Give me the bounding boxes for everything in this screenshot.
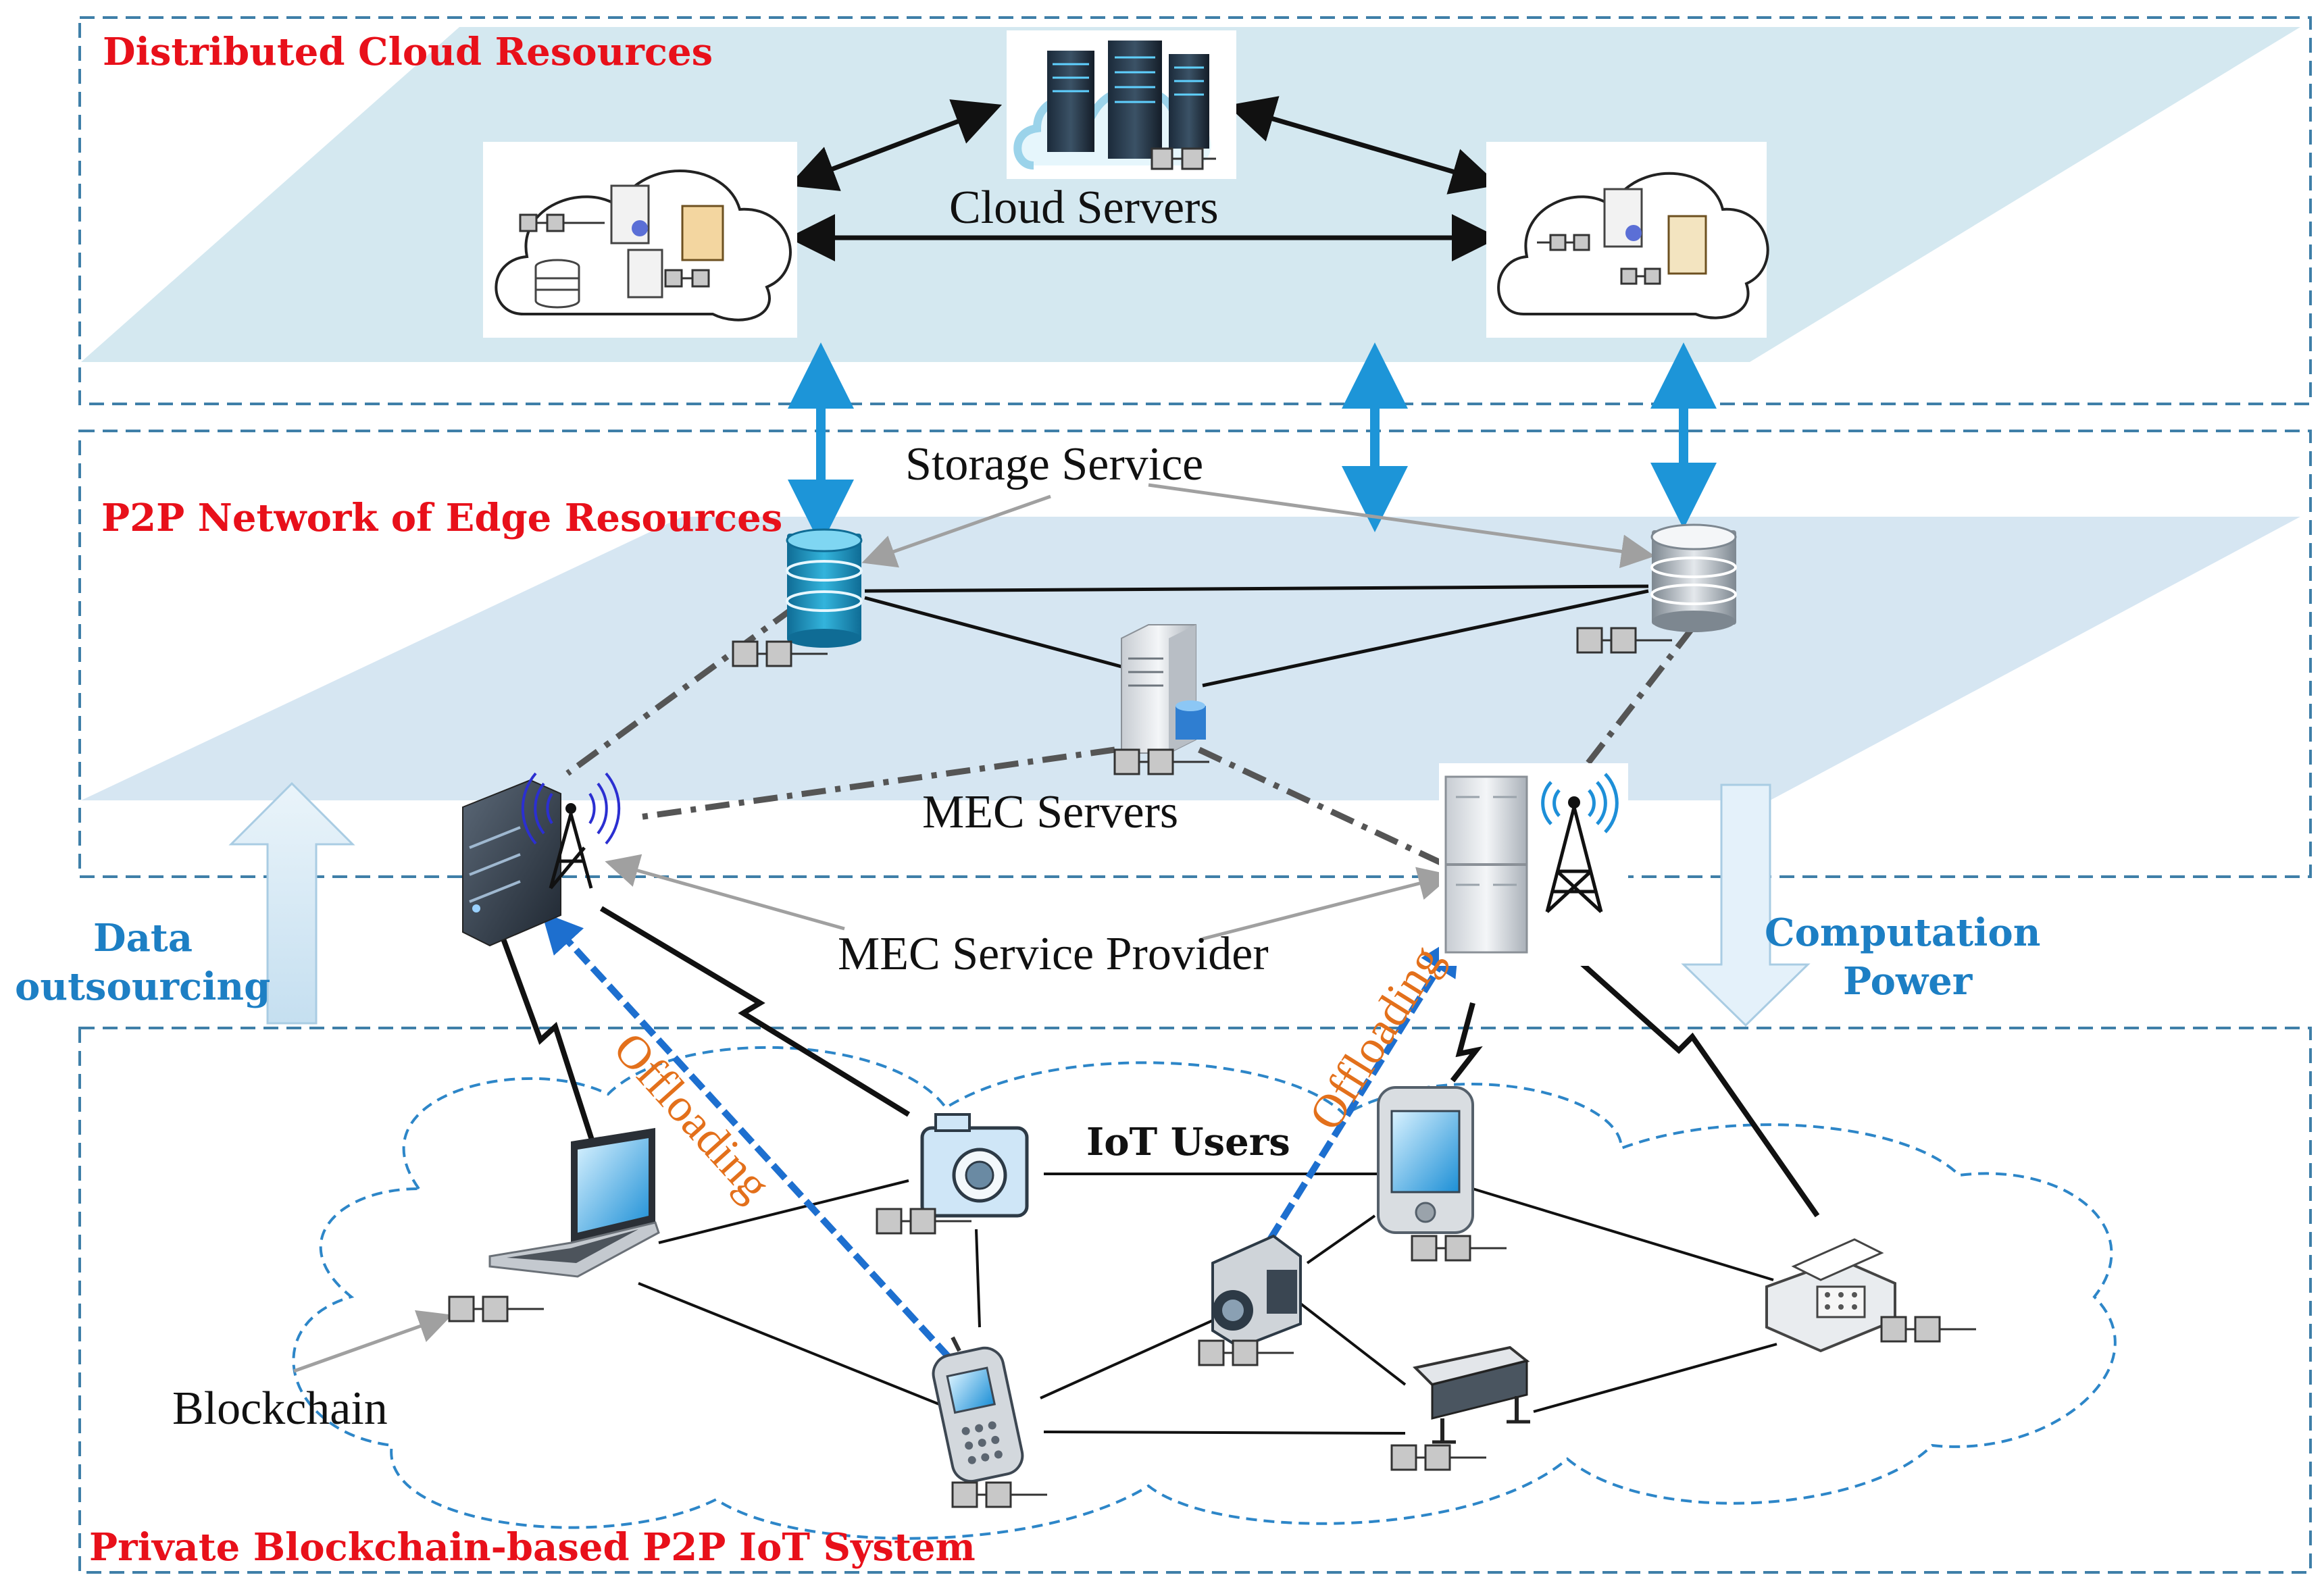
blockchain-icon — [1151, 147, 1216, 170]
blockchain-label: Blockchain — [172, 1383, 388, 1435]
edge-link-db-db — [864, 584, 1649, 593]
edge-link-mec-db — [1202, 589, 1649, 688]
fax-icon — [1765, 1238, 1896, 1353]
cloud-link-center-right — [1227, 96, 1499, 195]
offloading-arrow-left — [541, 912, 952, 1360]
camera-icon — [920, 1113, 1029, 1218]
cloud-region-label: Distributed Cloud Resources — [103, 30, 713, 74]
data-outsourcing-label-line1: Data — [93, 916, 193, 960]
edge-region-label: P2P Network of Edge Resources — [101, 496, 782, 540]
mec-servers-label: MEC Servers — [922, 786, 1178, 838]
blockchain-icon — [1411, 1235, 1507, 1262]
computation-power-label-line2: Power — [1843, 959, 1973, 1004]
cloud-server-cluster-left-icon — [483, 142, 797, 338]
mec-server-tower-icon — [1121, 624, 1206, 754]
mec-provider-pointer-right — [1202, 867, 1452, 941]
blockchain-icon — [1880, 1316, 1976, 1343]
blockchain-pointer — [293, 1310, 453, 1373]
server-rack-cloud-icon — [1007, 30, 1236, 179]
cloud-servers-label: Cloud Servers — [949, 182, 1219, 234]
wireless-links — [501, 906, 1820, 1218]
dashdot-db-left-bs — [565, 605, 796, 776]
pda-icon — [1377, 1086, 1474, 1234]
storage-service-pointer-left — [861, 494, 1051, 568]
iot-region-label: Private Blockchain-based P2P IoT System — [89, 1525, 976, 1570]
blockchain-icon — [1390, 1444, 1486, 1471]
data-outsourcing-label-line2: outsourcing — [15, 965, 270, 1009]
iot-users-label: IoT Users — [1086, 1120, 1290, 1164]
blockchain-icon — [1113, 748, 1209, 775]
storage-service-label: Storage Service — [905, 438, 1203, 490]
blockchain-icon — [951, 1481, 1047, 1508]
blockchain-icon — [1198, 1339, 1294, 1366]
offloading-arrow-right — [1267, 934, 1460, 1241]
storage-service-pointer-right — [1148, 483, 1655, 569]
database-left-icon — [786, 528, 863, 648]
blockchain-icon — [1576, 627, 1672, 654]
computation-power-arrow — [1681, 783, 1811, 1027]
mec-provider-pointer-left — [605, 854, 845, 931]
camcorder-icon — [1211, 1234, 1302, 1349]
dashdot-db-right-bs — [1575, 626, 1695, 779]
edge-link-db-mec — [864, 596, 1142, 674]
iot-region-border — [78, 1027, 2312, 1574]
data-outsourcing-arrow — [228, 781, 355, 1025]
iot-mesh-links — [638, 1173, 1777, 1435]
database-right-icon — [1650, 523, 1737, 632]
iot-cloud-outline — [292, 1046, 2117, 1540]
cloud-region-border — [78, 16, 2312, 405]
cloud-link-left-center — [788, 99, 1003, 191]
mec-service-provider-label: MEC Service Provider — [838, 928, 1269, 980]
blockchain-icon — [732, 640, 828, 667]
mobile-phone-icon — [932, 1336, 1024, 1483]
server-antenna-left-icon — [462, 772, 621, 947]
blockchain-icon — [876, 1208, 971, 1235]
computation-power-label-line1: Computation — [1765, 910, 2040, 955]
blockchain-icon — [448, 1295, 544, 1322]
cloud-server-cluster-right-icon — [1486, 142, 1769, 338]
dashdot-mec-bs-left — [638, 746, 1115, 821]
laptop-icon — [488, 1128, 660, 1278]
edge-region-border — [78, 430, 2312, 878]
server-antenna-right-icon — [1439, 763, 1628, 966]
plotter-printer-icon — [1412, 1345, 1530, 1444]
